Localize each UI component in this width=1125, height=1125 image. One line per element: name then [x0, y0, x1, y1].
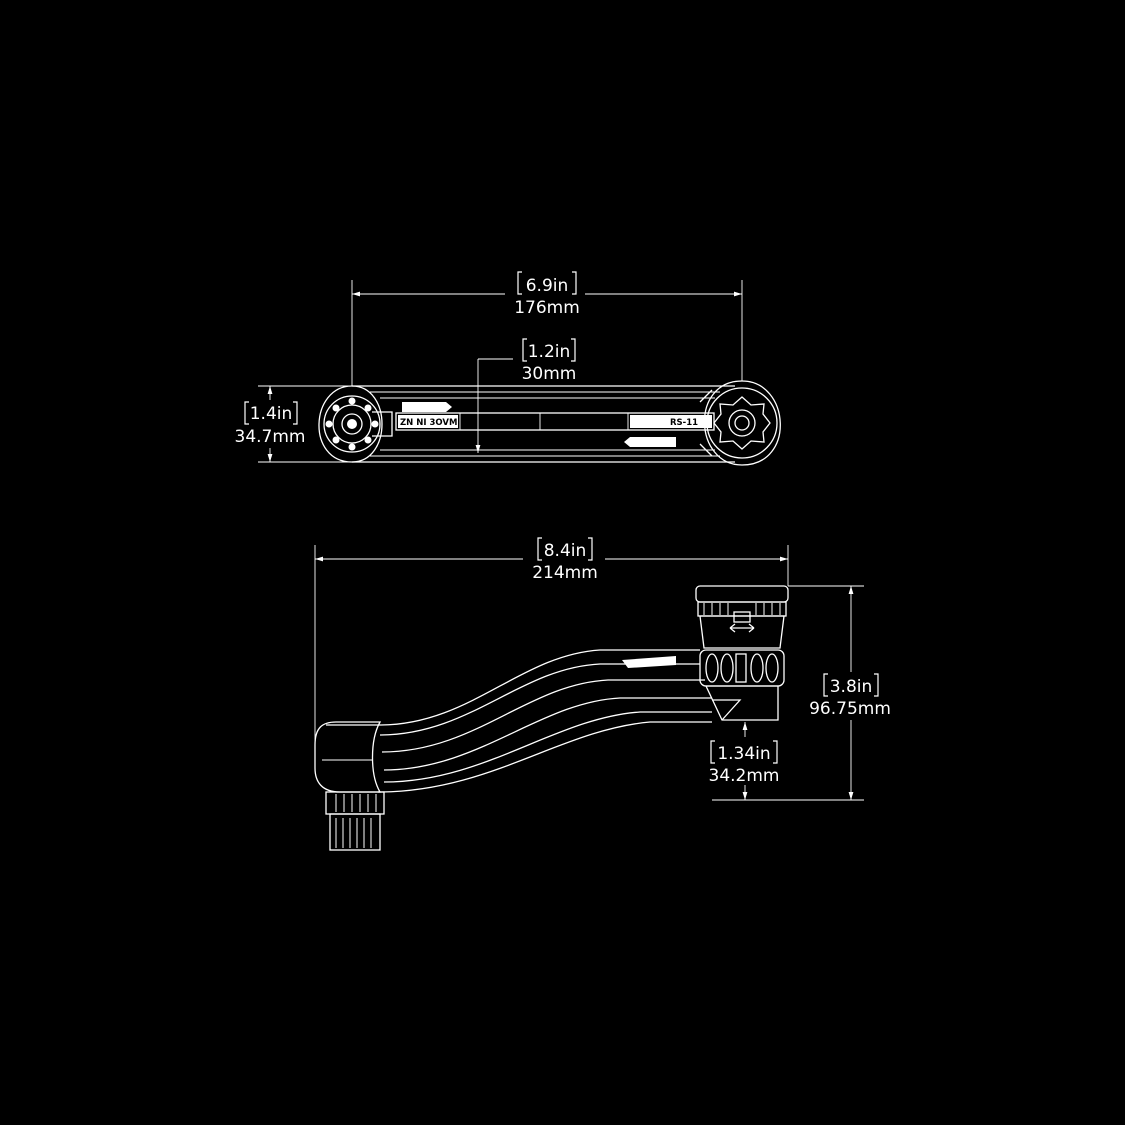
top-thickness-imperial: 1.2in: [528, 342, 571, 362]
top-view: ZN NI 3OVM RS-11: [235, 271, 781, 466]
dimension-side-height: 3.8in 96.75mm: [712, 585, 891, 801]
top-height-imperial: 1.4in: [250, 404, 293, 424]
top-height-metric: 34.7mm: [235, 427, 306, 447]
material-engraving: ZN NI 3OVM: [400, 418, 457, 428]
side-drop-imperial: 1.34in: [717, 744, 770, 764]
dimension-top-height: 1.4in 34.7mm: [235, 385, 352, 463]
left-knuckle: [318, 385, 393, 463]
side-length-metric: 214mm: [532, 563, 598, 583]
side-brand-logo: [622, 656, 676, 668]
brand-logo-bottom: [624, 437, 676, 447]
side-arm: [314, 649, 712, 793]
side-height-imperial: 3.8in: [830, 677, 873, 697]
right-knuckle: [699, 380, 781, 466]
top-length-metric: 176mm: [514, 298, 580, 318]
side-length-imperial: 8.4in: [544, 541, 587, 561]
brand-logo-top: [402, 402, 452, 412]
top-thickness-metric: 30mm: [522, 364, 577, 384]
side-view: 8.4in 214mm 3.8in 96.75mm 1.34in 34.2mm: [314, 537, 891, 851]
dimension-side-length: 8.4in 214mm: [314, 537, 789, 745]
clamp-head: [695, 585, 789, 721]
side-drop-metric: 34.2mm: [709, 766, 780, 786]
bottom-stud: [325, 791, 385, 851]
top-length-imperial: 6.9in: [526, 276, 569, 296]
side-height-metric: 96.75mm: [809, 699, 891, 719]
top-arm-body: [352, 385, 735, 463]
dimension-side-drop: 1.34in 34.2mm: [709, 722, 780, 800]
dimension-top-length: 6.9in 176mm: [351, 271, 743, 386]
dimension-top-thickness: 1.2in 30mm: [475, 338, 577, 453]
model-engraving: RS-11: [670, 418, 698, 428]
